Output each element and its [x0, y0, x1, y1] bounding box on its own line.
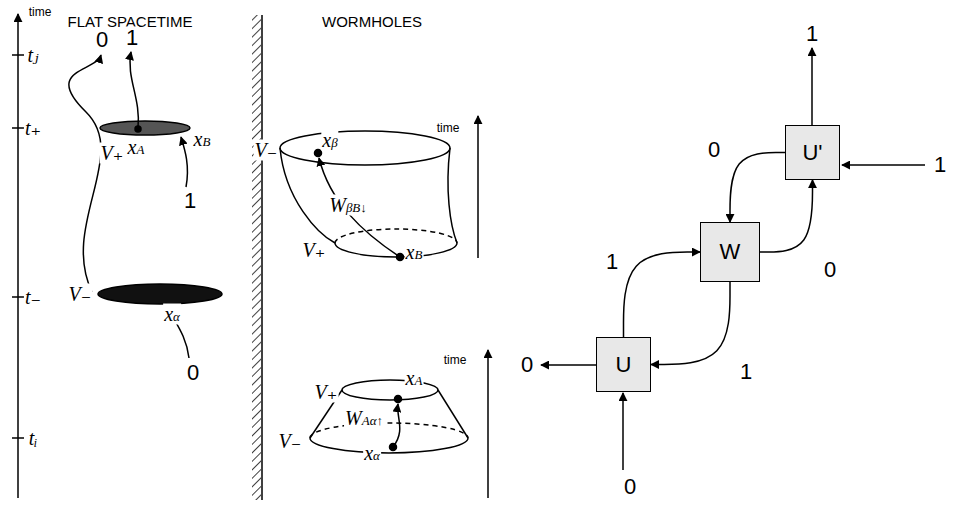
bit-value: 0 — [186, 361, 200, 384]
region-label: V₊ — [314, 382, 339, 403]
bit-value: 1 — [125, 26, 139, 49]
path-label: WβB↓ — [328, 195, 368, 216]
wormhole-top — [280, 131, 457, 261]
region-label: V₋ — [68, 284, 93, 305]
bit-value: 0 — [95, 28, 109, 51]
box-label: U' — [802, 140, 822, 166]
bit-value: 1 — [183, 189, 197, 212]
input-wire — [842, 164, 925, 166]
point-label: xA — [127, 137, 146, 158]
region-label: V₊ — [100, 143, 125, 164]
output-wire — [811, 48, 813, 125]
divider-line — [261, 15, 263, 500]
bit-value: 1 — [739, 360, 753, 383]
process-box: U' — [785, 125, 840, 180]
axis-label: time — [443, 354, 468, 367]
signal-arrow — [730, 153, 785, 223]
input-wire — [622, 393, 624, 470]
process-box: W — [700, 222, 760, 282]
time-label: tᵢ — [28, 428, 39, 449]
axis-label: time — [436, 122, 461, 135]
point-label: xB — [193, 129, 212, 150]
bit-value: 1 — [933, 153, 947, 176]
path-label: WAα↑ — [344, 408, 384, 429]
box-label: U — [616, 352, 632, 378]
box-label: W — [720, 239, 741, 265]
time-axis — [477, 116, 479, 258]
region-v-plus — [100, 121, 190, 135]
signal-arrow — [651, 282, 730, 365]
time-label: t₊ — [24, 118, 42, 139]
hatched-divider — [252, 15, 261, 500]
bit-value: 0 — [707, 138, 721, 161]
time-label: t₋ — [24, 287, 42, 308]
time-label: tⱼ — [27, 45, 40, 66]
signal-arrow — [760, 180, 813, 252]
world-line — [181, 137, 187, 187]
time-axis — [17, 14, 19, 498]
process-box: U — [596, 337, 651, 392]
output-wire — [541, 364, 596, 366]
bit-value: 1 — [605, 250, 619, 273]
point-label: xα — [163, 304, 181, 325]
region-label: V₋ — [254, 140, 279, 161]
signal-arrow — [624, 252, 701, 337]
bit-value: 1 — [805, 22, 819, 45]
region-label: V₊ — [302, 240, 327, 261]
world-line — [130, 52, 138, 128]
bit-value: 0 — [623, 475, 637, 498]
point-label: xA — [405, 368, 424, 389]
panel-title: WORMHOLES — [321, 14, 423, 30]
region-v-minus — [98, 284, 222, 304]
bit-value: 0 — [520, 353, 534, 376]
point-label: xB — [405, 242, 424, 263]
axis-ticks — [12, 55, 24, 438]
bit-value: 0 — [823, 258, 837, 281]
region-label: V₋ — [278, 431, 303, 452]
point-label: xβ — [321, 130, 338, 151]
time-axis — [487, 350, 489, 498]
axis-label: time — [28, 6, 53, 19]
wormhole-bottom — [310, 380, 468, 453]
point-label: xα — [363, 443, 381, 464]
world-line — [69, 55, 101, 292]
